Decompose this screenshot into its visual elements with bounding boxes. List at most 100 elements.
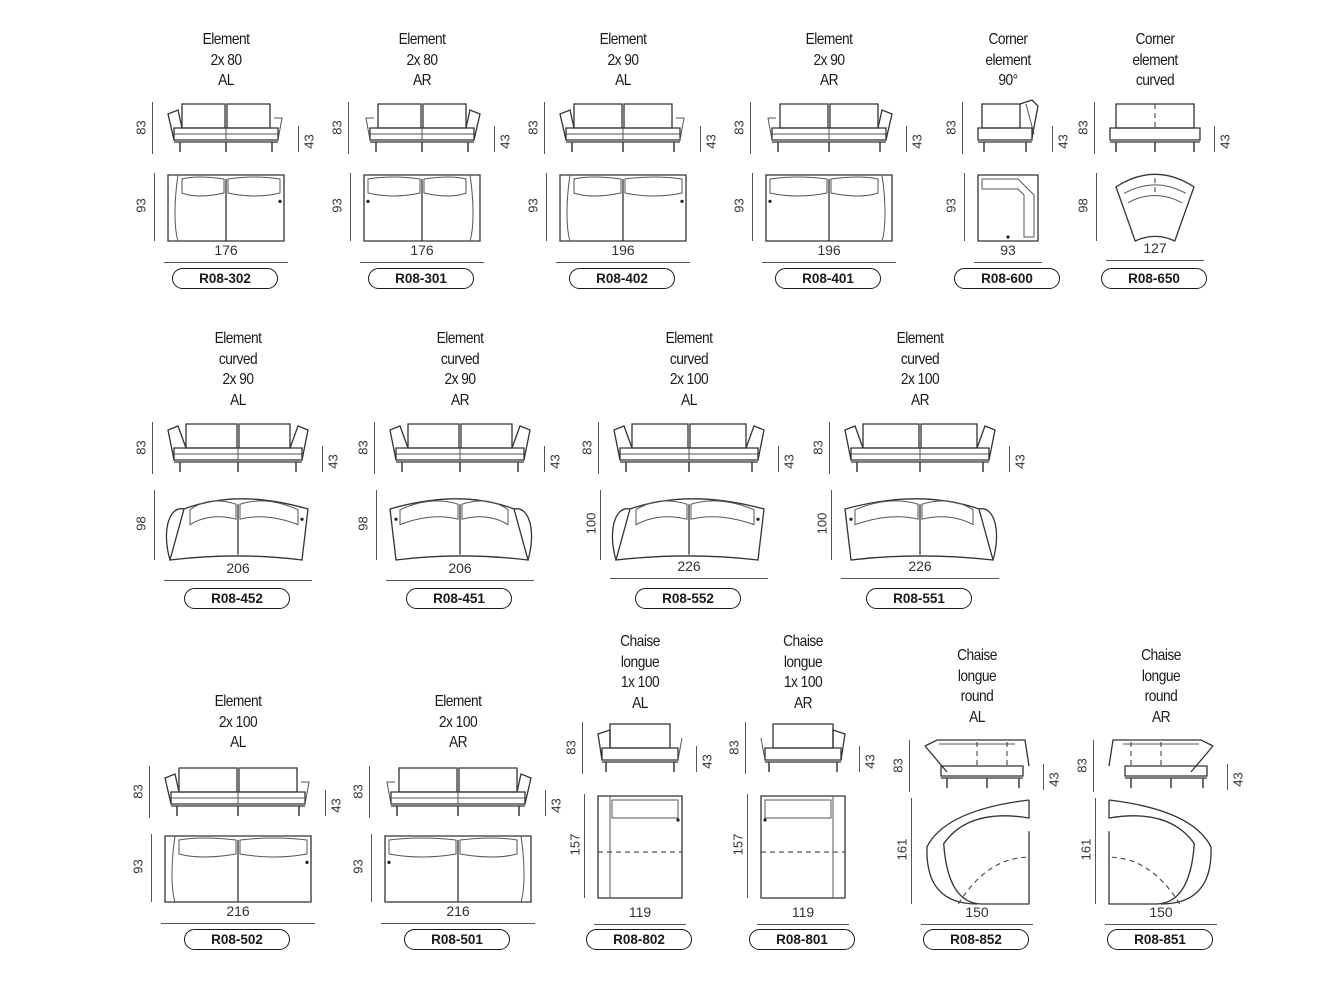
depth-dimension-line xyxy=(151,834,152,902)
module-title-line: AL xyxy=(632,694,648,712)
width-dimension: 226 xyxy=(908,558,932,574)
plan-view-drawing xyxy=(844,498,998,561)
module-title-line: 2x 90 xyxy=(813,51,845,69)
width-dimension-line xyxy=(386,580,534,581)
depth-dimension-line xyxy=(1096,173,1097,241)
module-title-line: Element xyxy=(434,693,482,710)
front-view-drawing xyxy=(1108,739,1214,788)
depth-dimension: 93 xyxy=(350,859,366,874)
width-dimension-line xyxy=(1105,924,1217,925)
seat-height-dimension: 43 xyxy=(1055,134,1071,149)
seat-height-dimension: 43 xyxy=(325,454,341,469)
plan-view-drawing xyxy=(389,498,533,561)
module-title-line: AR xyxy=(450,391,470,409)
depth-dimension: 93 xyxy=(133,198,149,213)
depth-dimension: 98 xyxy=(133,516,149,531)
seat-dimension-line xyxy=(906,126,907,152)
module-title-line: AR xyxy=(412,72,432,89)
module-title-line: Element xyxy=(202,31,250,48)
seat-height-dimension: 43 xyxy=(547,454,563,469)
module-title-line: longue xyxy=(957,667,997,685)
seat-height-dimension: 43 xyxy=(328,798,344,813)
height-dimension-line xyxy=(582,722,583,774)
front-view-drawing xyxy=(167,103,283,152)
model-code-badge: R08-801 xyxy=(749,929,855,950)
front-view-drawing xyxy=(760,723,846,772)
height-dimension: 83 xyxy=(525,120,541,135)
model-code-badge: R08-600 xyxy=(954,268,1060,289)
module-title-line: Chaise xyxy=(783,633,823,650)
module-title-line: round xyxy=(1144,688,1178,705)
depth-dimension-line xyxy=(1095,798,1096,904)
height-dimension-line xyxy=(149,766,150,818)
plan-view-drawing xyxy=(760,795,846,899)
plan-view-drawing xyxy=(611,498,765,561)
module-title-line: 90° xyxy=(998,72,1018,89)
module-title-line: 2x 90 xyxy=(444,371,476,388)
module-title-line: 2x 100 xyxy=(669,371,709,388)
module-title-line: Element xyxy=(398,31,446,48)
width-dimension: 216 xyxy=(226,903,250,919)
depth-dimension-line xyxy=(350,173,351,241)
module-title-line: longue xyxy=(620,653,660,671)
height-dimension: 83 xyxy=(355,440,371,455)
module-title-line: curved xyxy=(1135,72,1175,89)
height-dimension: 83 xyxy=(890,758,906,773)
model-code-badge: R08-402 xyxy=(569,268,675,289)
front-view-drawing xyxy=(844,423,996,472)
depth-dimension-line xyxy=(752,173,753,241)
front-view-drawing xyxy=(386,767,532,816)
model-code-badge: R08-851 xyxy=(1107,929,1213,950)
module-title-line: Element xyxy=(805,31,853,48)
height-dimension-line xyxy=(1094,102,1095,154)
height-dimension-line xyxy=(962,102,963,154)
module-title-line: Element xyxy=(214,330,262,347)
height-dimension: 83 xyxy=(1075,120,1091,135)
depth-dimension: 161 xyxy=(894,838,910,861)
height-dimension: 83 xyxy=(731,120,747,135)
height-dimension-line xyxy=(152,102,153,154)
module-title-line: 1x 100 xyxy=(783,674,823,691)
width-dimension: 119 xyxy=(791,904,815,920)
width-dimension: 150 xyxy=(1149,904,1173,920)
height-dimension-line xyxy=(348,102,349,154)
seat-height-dimension: 43 xyxy=(1230,772,1246,787)
width-dimension: 93 xyxy=(1000,242,1016,258)
module-title-line: AR xyxy=(793,694,813,712)
seat-dimension-line xyxy=(545,790,546,816)
module-title-line: 2x 80 xyxy=(406,51,438,69)
model-code-badge: R08-802 xyxy=(586,929,692,950)
width-dimension: 226 xyxy=(677,558,701,574)
height-dimension: 83 xyxy=(1074,758,1090,773)
height-dimension-line xyxy=(750,102,751,154)
module-title-line: 2x 90 xyxy=(222,371,254,388)
seat-height-dimension: 43 xyxy=(301,134,317,149)
depth-dimension: 93 xyxy=(731,198,747,213)
width-dimension-line xyxy=(381,923,535,924)
seat-dimension-line xyxy=(778,446,779,472)
module-title: Element 2x 80 AR xyxy=(370,30,473,92)
module-title-line: 2x 100 xyxy=(438,713,478,731)
seat-dimension-line xyxy=(322,446,323,472)
depth-dimension-line xyxy=(747,794,748,898)
height-dimension-line xyxy=(598,422,599,474)
module-title-line: Chaise xyxy=(1141,647,1181,664)
model-code-badge: R08-502 xyxy=(184,929,290,950)
module-title-line: curved xyxy=(669,350,709,368)
model-code-badge: R08-302 xyxy=(172,268,278,289)
front-view-drawing xyxy=(559,103,685,152)
module-title-line: Corner xyxy=(1135,31,1175,48)
front-view-drawing xyxy=(1109,103,1201,152)
module-title-line: element xyxy=(1132,51,1178,69)
front-view-drawing xyxy=(389,423,531,472)
plan-view-drawing xyxy=(765,174,893,242)
module-title-line: AL xyxy=(969,708,985,726)
model-code-badge: R08-552 xyxy=(635,588,741,609)
